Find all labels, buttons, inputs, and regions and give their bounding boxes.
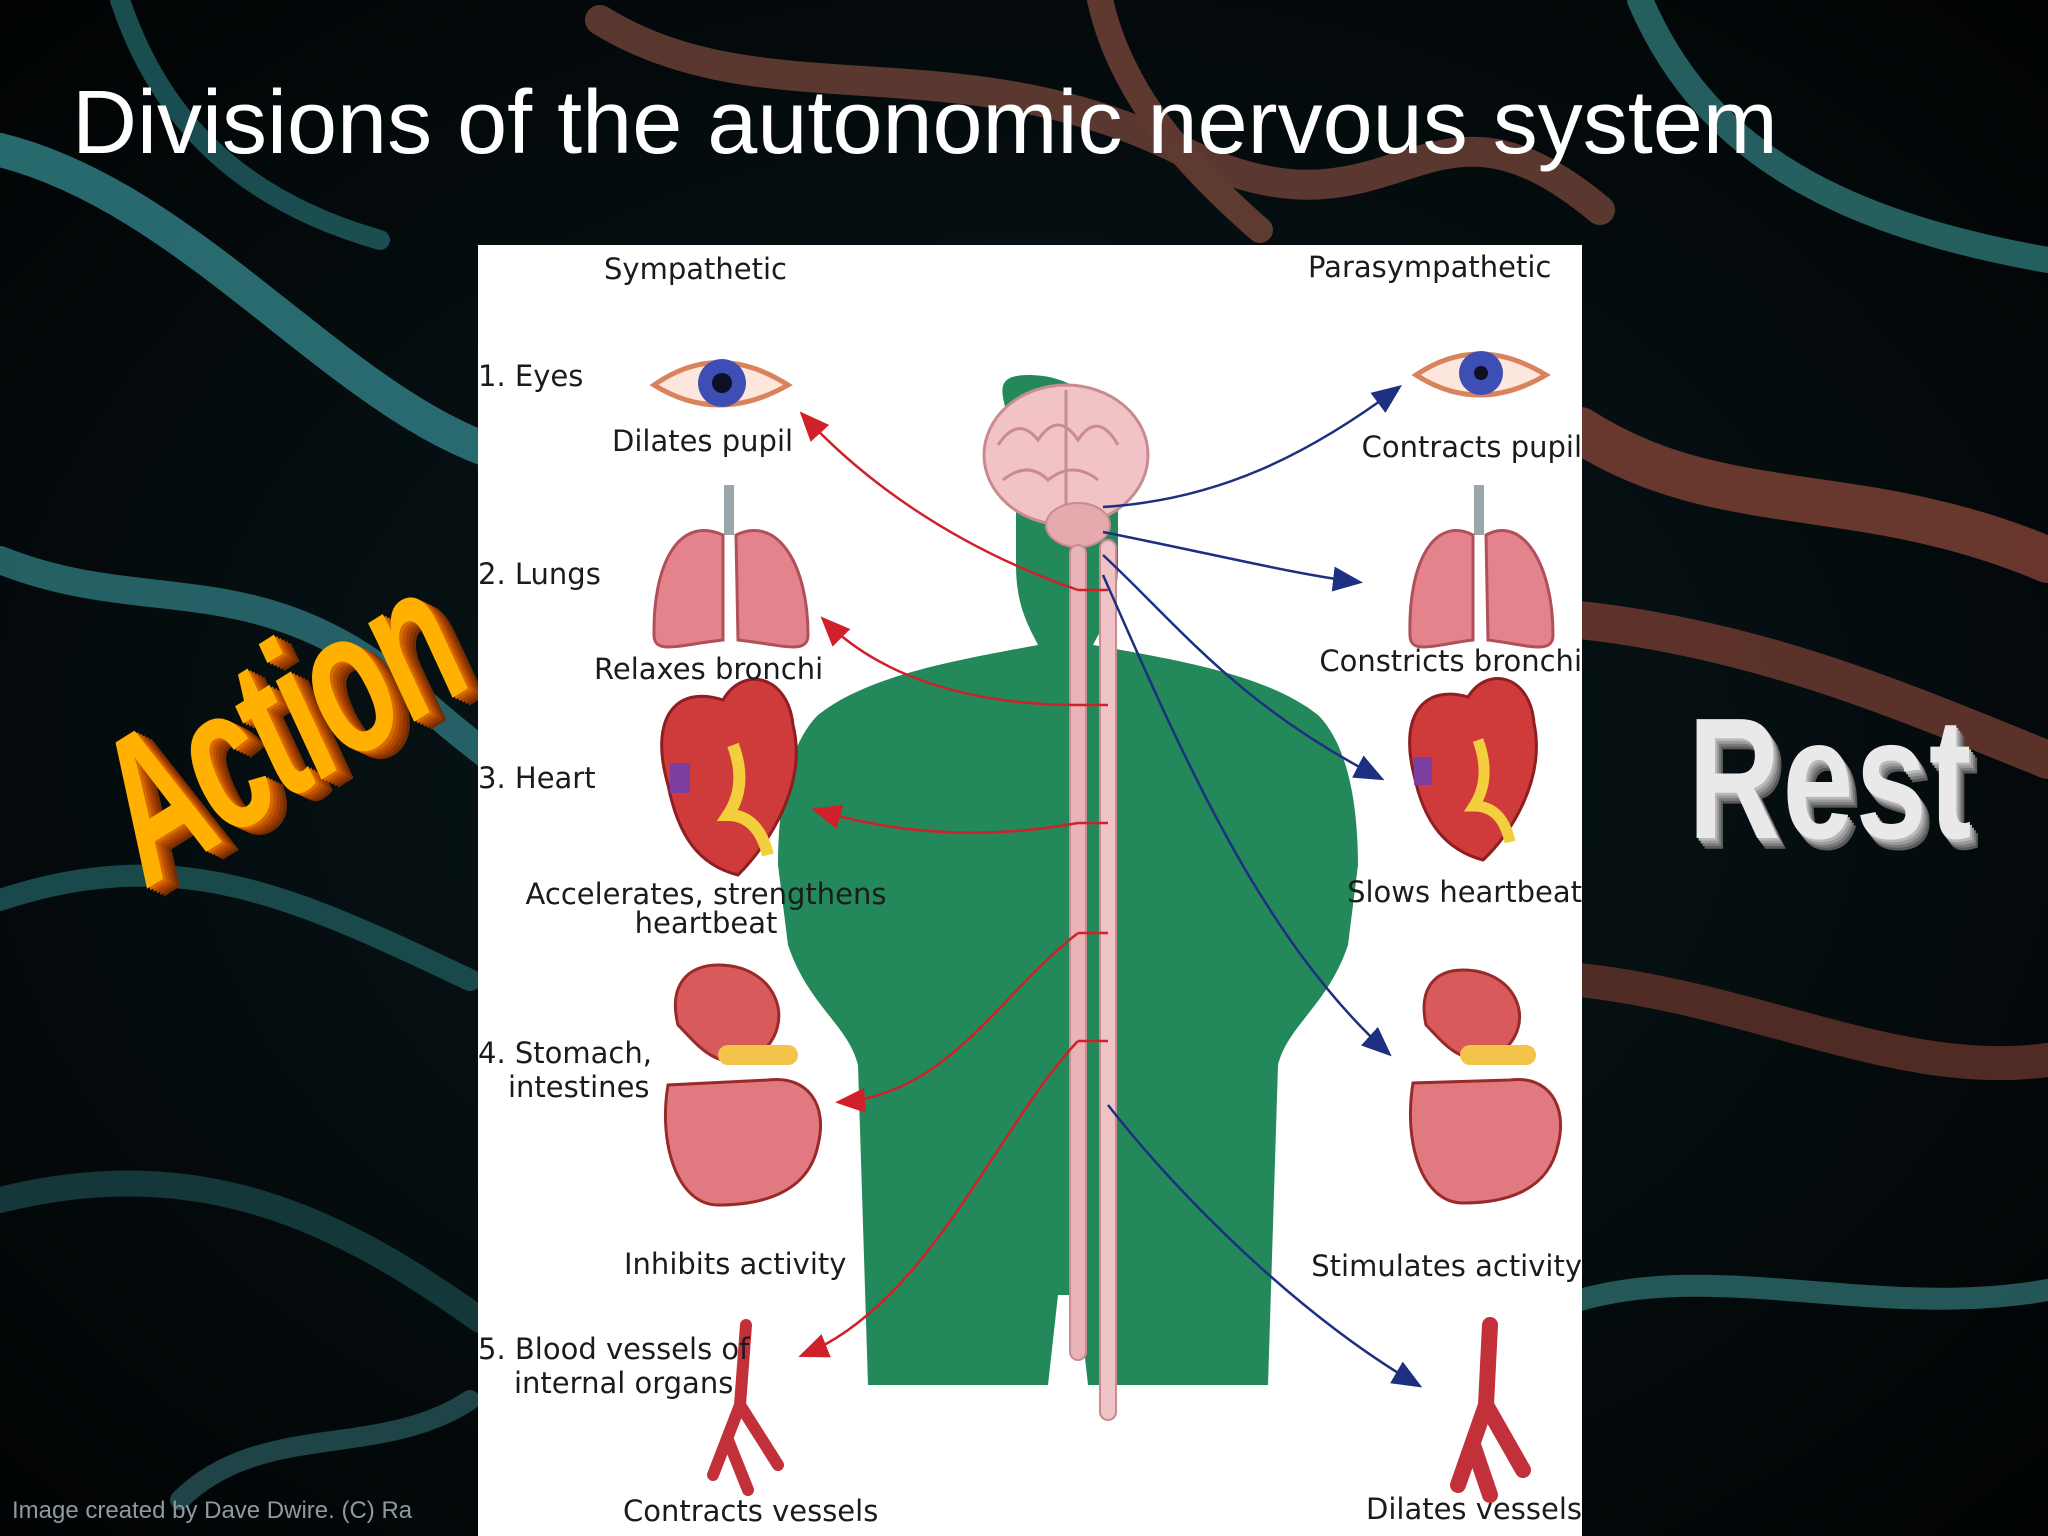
sympathetic-effect-vessels: Contracts vessels <box>623 1494 879 1528</box>
organ-label-heart: 3. Heart <box>478 761 596 795</box>
stomach-intestines-icon <box>1408 968 1563 1205</box>
parasympathetic-effect-heart: Slows heartbeat <box>1347 875 1582 909</box>
organ-label-stomach-line1: 4. Stomach, <box>478 1036 652 1070</box>
eye-icon <box>649 359 793 408</box>
organ-label-eyes: 1. Eyes <box>478 359 584 393</box>
sympathetic-effect-heart-line2: heartbeat <box>634 906 778 940</box>
organ-label-vessels-line2: internal organs <box>514 1366 734 1400</box>
sympathetic-arrows <box>798 411 1108 1358</box>
autonomic-figure <box>649 351 1563 1503</box>
parasympathetic-effect-vessels: Dilates vessels <box>1366 1492 1582 1526</box>
organ-label-stomach-line2: intestines <box>508 1070 650 1104</box>
parasympathetic-heading: Parasympathetic <box>1308 250 1552 284</box>
sympathetic-effect-heart-line1: Accelerates, strengthens <box>525 877 887 911</box>
parasympathetic-effect-stomach: Stimulates activity <box>1311 1249 1582 1283</box>
heart-icon <box>660 677 798 877</box>
brain-icon <box>982 383 1150 548</box>
blood-vessels-icon <box>707 1319 784 1496</box>
spinal-cord <box>1099 539 1117 1421</box>
parasympathetic-arrows <box>1101 385 1423 1388</box>
heart-icon <box>1408 677 1538 862</box>
lungs-icon <box>652 485 810 649</box>
sympathetic-effect-stomach: Inhibits activity <box>624 1247 847 1281</box>
parasympathetic-effect-lungs: Constricts bronchi <box>1319 644 1582 678</box>
sympathetic-chain <box>1069 544 1087 1361</box>
organ-label-lungs: 2. Lungs <box>478 557 601 591</box>
sympathetic-effect-eyes: Dilates pupil <box>612 424 794 458</box>
image-credit: Image created by Dave Dwire. (C) Ra <box>12 1497 413 1524</box>
sympathetic-effect-lungs: Relaxes bronchi <box>594 652 824 686</box>
sympathetic-heading: Sympathetic <box>604 252 787 286</box>
stomach-intestines-icon <box>663 963 823 1207</box>
slide-title: Divisions of the autonomic nervous syste… <box>72 73 1778 173</box>
body-silhouette <box>778 375 1358 1385</box>
eye-icon <box>1411 351 1551 398</box>
lungs-icon <box>1408 485 1555 649</box>
organ-label-vessels-line1: 5. Blood vessels of <box>478 1332 750 1366</box>
autonomic-figure-panel: Sympathetic Parasympathetic 1. Eyes Dila… <box>478 245 1582 1536</box>
parasympathetic-effect-eyes: Contracts pupil <box>1361 430 1582 464</box>
blood-vessels-icon <box>1450 1317 1531 1503</box>
rest-label: Rest <box>1688 682 1974 876</box>
